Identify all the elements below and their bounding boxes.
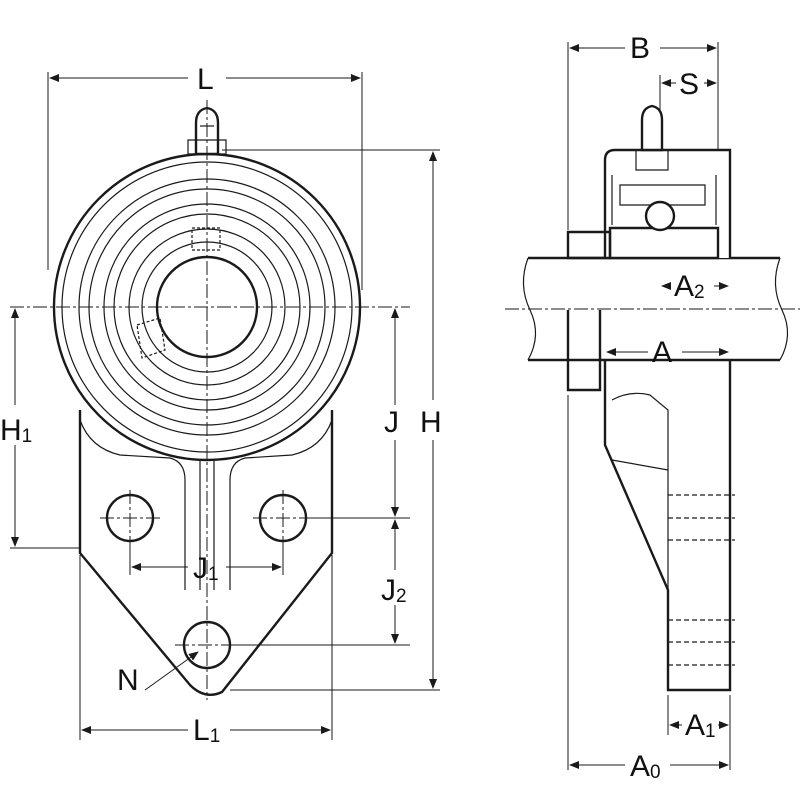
front-dimensions: L H H1 J J2 J1 [0, 63, 442, 747]
grease-nipple-side [635, 104, 669, 171]
front-view [10, 100, 410, 700]
label-H1: H1 [0, 414, 32, 447]
rib-left [79, 419, 186, 590]
eccentric-collar [566, 230, 612, 260]
label-J2: J2 [381, 574, 407, 607]
label-J: J [384, 406, 399, 439]
label-H: H [420, 406, 442, 439]
flange-outline [78, 410, 334, 696]
label-L: L [197, 63, 214, 96]
label-A2: A2 [674, 270, 705, 303]
label-L1: L1 [193, 714, 220, 747]
label-B: B [630, 32, 650, 65]
side-dimensions: B S A2 A A1 A0 [567, 32, 731, 783]
ball [644, 200, 676, 232]
bolt-slots [668, 494, 735, 666]
label-A1: A1 [685, 709, 716, 742]
rib-right [229, 419, 333, 590]
label-N: N [117, 664, 139, 697]
rib-centre [199, 460, 215, 590]
set-screw [191, 227, 221, 251]
hidden-screw [136, 317, 166, 359]
label-A0: A0 [630, 750, 661, 783]
side-view [505, 104, 800, 692]
mounting-flange [566, 310, 602, 392]
bearing-section [608, 226, 720, 260]
label-J1: J1 [193, 552, 219, 585]
flange-body-side [603, 360, 732, 692]
label-S: S [679, 68, 699, 101]
label-A: A [652, 336, 672, 369]
